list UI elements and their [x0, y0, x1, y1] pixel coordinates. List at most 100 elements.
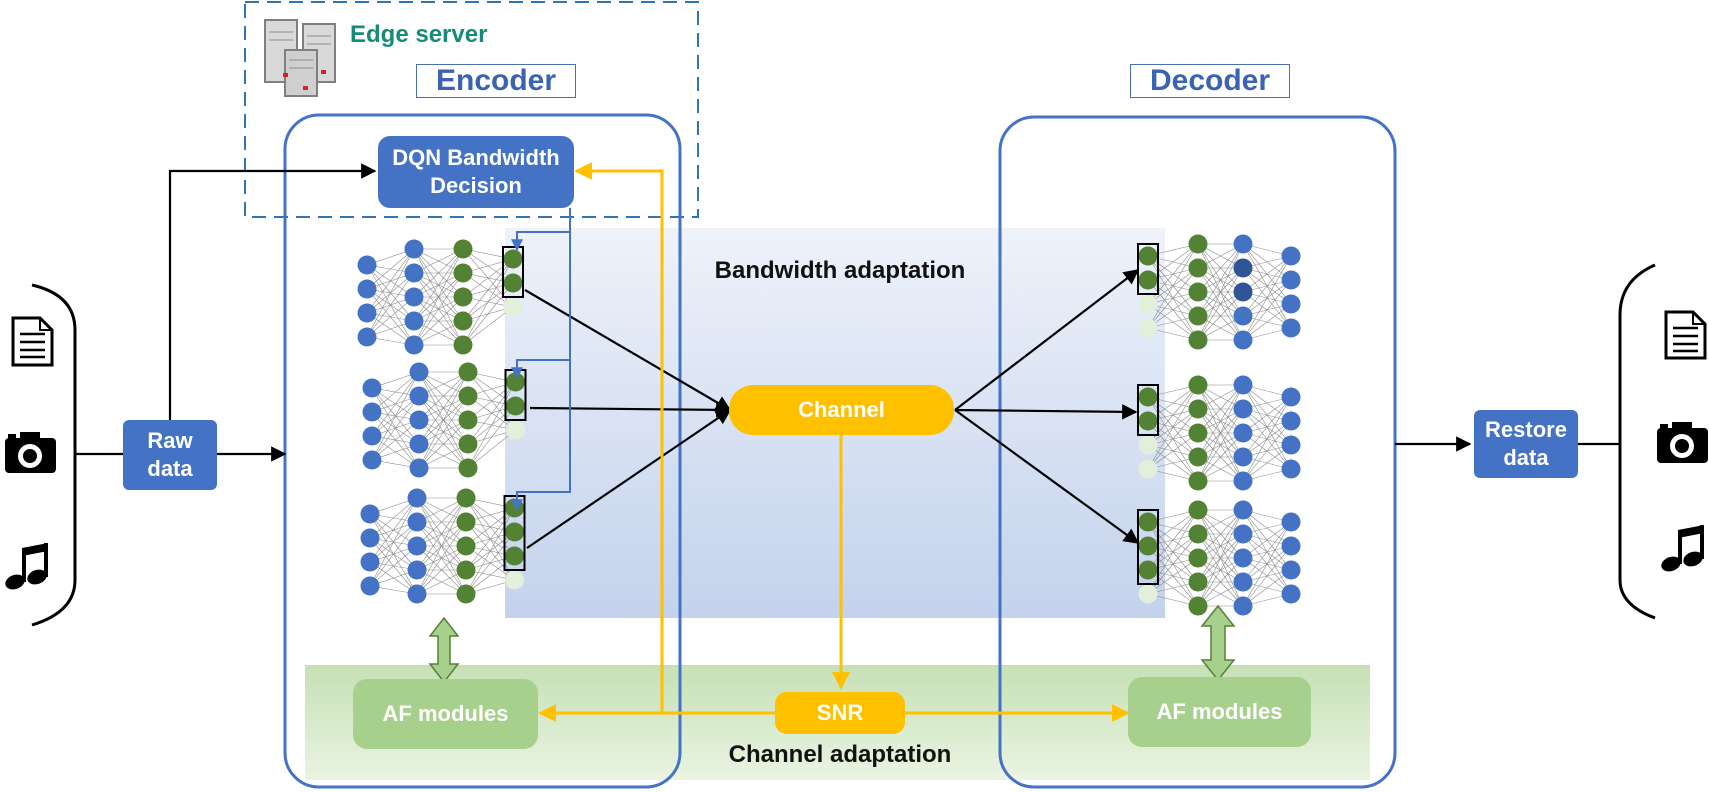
- neuron: [1188, 524, 1208, 544]
- channel-to-dec-top-arrow: [954, 269, 1140, 411]
- neuron: [505, 522, 524, 542]
- neuron: [1233, 330, 1253, 350]
- neuron: [458, 410, 478, 430]
- enc-bot-to-channel-arrow: [526, 409, 732, 549]
- neuron: [362, 402, 382, 422]
- bandwidth-adaptation-caption: Bandwidth adaptation: [714, 257, 966, 284]
- dqn-bandwidth-decision-box: DQN Bandwidth Decision: [378, 136, 574, 208]
- neuron: [506, 396, 525, 416]
- neuron: [404, 335, 424, 355]
- server-icon: [264, 19, 336, 97]
- edge-server-label: Edge server: [350, 21, 488, 48]
- decoder-af-modules-box: AF modules: [1128, 677, 1311, 747]
- neuron: [1233, 447, 1253, 467]
- neuron: [407, 488, 427, 508]
- selected-bandwidth-box: [1137, 384, 1159, 436]
- neuron: [362, 378, 382, 398]
- neuron: [1138, 435, 1158, 455]
- selected-bandwidth-box: [503, 495, 526, 571]
- neuron: [360, 504, 380, 524]
- neuron: [1233, 524, 1253, 544]
- music-note-icon: [5, 543, 48, 590]
- channel-to-dec-mid-arrow: [954, 404, 1138, 420]
- neuron: [357, 255, 377, 275]
- neuron: [1188, 258, 1208, 278]
- selected-bandwidth-box: [1137, 509, 1159, 585]
- channel-node: Channel: [729, 385, 954, 435]
- enc-top-to-channel-arrow: [524, 289, 732, 411]
- neuron: [1233, 234, 1253, 254]
- neuron: [1233, 596, 1253, 616]
- neuron: [456, 584, 476, 604]
- neuron: [1138, 536, 1158, 556]
- neuron: [407, 536, 427, 556]
- encoder-af-modules-box: AF modules: [353, 679, 538, 749]
- neuron: [1138, 294, 1158, 314]
- neuron: [453, 287, 473, 307]
- neuron: [409, 410, 429, 430]
- neuron: [404, 287, 424, 307]
- neuron: [1281, 270, 1301, 290]
- output-bracket: [1618, 263, 1656, 620]
- neuron: [456, 512, 476, 532]
- neuron: [1233, 423, 1253, 443]
- neuron: [357, 327, 377, 347]
- neuron: [357, 279, 377, 299]
- neuron: [404, 311, 424, 331]
- decoder-frame: [998, 115, 1397, 789]
- selected-bandwidth-box: [1137, 243, 1159, 295]
- neuron: [506, 372, 525, 392]
- neuron: [407, 560, 427, 580]
- neuron: [503, 249, 523, 269]
- neuron: [1281, 246, 1301, 266]
- neuron: [505, 498, 524, 518]
- neuron: [1138, 512, 1158, 532]
- neuron: [1188, 375, 1208, 395]
- document-icon: [1664, 310, 1707, 360]
- neuron: [1281, 560, 1301, 580]
- neuron: [1281, 318, 1301, 338]
- neuron: [458, 362, 478, 382]
- neuron: [1281, 512, 1301, 532]
- neuron: [1138, 560, 1158, 580]
- neuron: [1188, 306, 1208, 326]
- neuron: [1188, 572, 1208, 592]
- neuron: [1281, 411, 1301, 431]
- neuron: [458, 458, 478, 478]
- neuron: [453, 311, 473, 331]
- neuron: [453, 335, 473, 355]
- neuron: [1188, 282, 1208, 302]
- neuron: [404, 239, 424, 259]
- decoder-title: Decoder: [1130, 64, 1290, 98]
- raw-data-to-dqn-arrow: [168, 163, 377, 420]
- neuron: [409, 434, 429, 454]
- neuron: [1138, 387, 1158, 407]
- neuron: [1233, 500, 1253, 520]
- neuron: [1138, 459, 1158, 479]
- neuron: [404, 263, 424, 283]
- neuron: [1188, 471, 1208, 491]
- neuron: [503, 273, 523, 293]
- neuron: [1188, 548, 1208, 568]
- neuron: [360, 576, 380, 596]
- document-icon: [11, 316, 54, 367]
- neuron: [1233, 258, 1253, 278]
- neuron: [1233, 375, 1253, 395]
- neuron: [360, 528, 380, 548]
- neuron: [362, 450, 382, 470]
- neuron: [458, 434, 478, 454]
- neuron: [456, 536, 476, 556]
- neuron: [1188, 234, 1208, 254]
- enc-mid-to-channel-arrow: [529, 402, 732, 418]
- neuron: [1233, 399, 1253, 419]
- neuron: [409, 386, 429, 406]
- neuron: [360, 552, 380, 572]
- music-note-icon: [1661, 525, 1704, 572]
- dqn-to-layer-top-line: [511, 208, 571, 252]
- neuron: [1281, 459, 1301, 479]
- neuron: [1188, 330, 1208, 350]
- neuron: [1188, 447, 1208, 467]
- camera-icon: [1657, 422, 1708, 463]
- neuron: [1188, 500, 1208, 520]
- edge-server-region: [244, 1, 699, 218]
